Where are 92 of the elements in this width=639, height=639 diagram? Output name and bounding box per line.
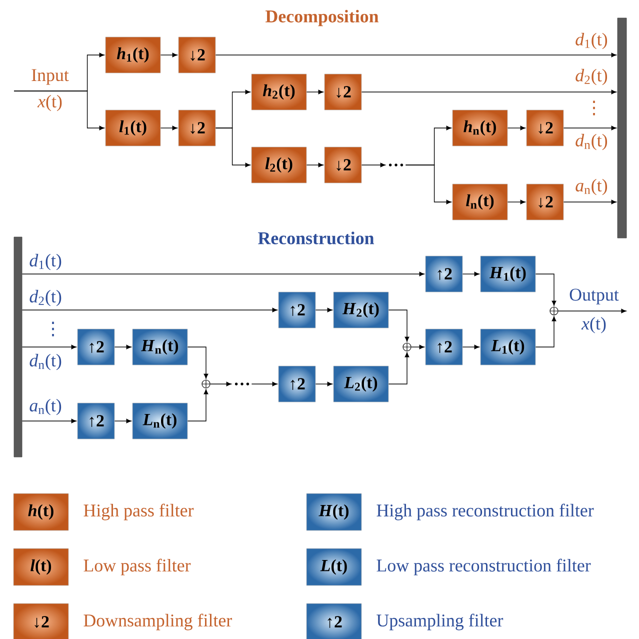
- description-text: High pass reconstruction filter: [376, 504, 594, 520]
- arrow: [210, 382, 232, 386]
- edge-label: d$_{1}$(t): [576, 32, 608, 50]
- arrow: [535, 274, 556, 306]
- signal-bar: [617, 18, 627, 238]
- arrow: [563, 126, 616, 130]
- arrow: [315, 382, 332, 386]
- arrow: [22, 344, 76, 350]
- arrow: [160, 126, 178, 130]
- filter-box: h$_{2}$(t): [251, 74, 307, 110]
- filter-box: l$_{2}$(t): [251, 146, 307, 184]
- filter-box: ↓2: [13, 603, 69, 639]
- arrow: [405, 164, 452, 204]
- filter-box: ↑2: [306, 603, 362, 639]
- arrow: [251, 382, 278, 386]
- filter-box: H$_{2}$(t): [333, 292, 389, 328]
- description-text: High pass filter: [84, 504, 194, 520]
- filter-box: ↓2: [526, 184, 564, 220]
- arrow: [462, 344, 480, 350]
- filter-box: l$_{n}$(t): [452, 184, 508, 220]
- summing-junction: [202, 380, 210, 388]
- description-text: Low pass reconstruction filter: [376, 558, 591, 576]
- signal-bar: [14, 236, 22, 458]
- arrow: [215, 52, 616, 58]
- filter-box: H(t): [306, 493, 362, 531]
- arrow: [315, 308, 332, 312]
- filter-box: ↓2: [324, 146, 362, 184]
- arrow: [361, 90, 616, 94]
- filter-box: l$_{1}$(t): [105, 110, 161, 146]
- arrow: [306, 90, 324, 94]
- ellipsis: …: [234, 382, 250, 386]
- filter-box: h$_{1}$(t): [105, 36, 161, 74]
- signal-label: x(t): [37, 94, 62, 112]
- arrow: [388, 310, 410, 342]
- arrow: [535, 316, 556, 348]
- edge-label: d$_{1}$(t): [30, 254, 62, 270]
- filter-box: L$_{2}$(t): [333, 366, 389, 402]
- arrow: [361, 162, 386, 168]
- arrow: [22, 272, 424, 276]
- vertical-ellipsis: ⋮: [593, 100, 595, 116]
- filter-box: h$_{n}$(t): [452, 110, 508, 146]
- arrow: [187, 389, 208, 422]
- vertical-ellipsis: ⋮: [52, 322, 54, 336]
- arrow: [507, 126, 526, 130]
- output-label: Output x(t): [570, 288, 619, 334]
- section-title: Reconstruction: [258, 232, 374, 244]
- filter-box: l(t): [13, 548, 69, 586]
- filter-box: ↑2: [77, 328, 115, 366]
- edge-label: d$_{n}$(t): [30, 354, 62, 370]
- edge-label: d$_{2}$(t): [30, 290, 62, 306]
- arrow: [558, 308, 626, 314]
- filter-box: ↓2: [178, 36, 216, 74]
- edge-label: d$_{n}$(t): [576, 134, 608, 150]
- signal-label: Input: [32, 69, 69, 85]
- filter-box: ↓2: [178, 110, 216, 146]
- description-text: Upsampling filter: [376, 614, 504, 630]
- summing-junction: [550, 306, 558, 316]
- section-title: Decomposition: [266, 10, 379, 26]
- ellipsis: …: [388, 164, 404, 166]
- description-text: Downsampling filter: [84, 614, 232, 630]
- arrow: [160, 52, 178, 58]
- filter-box: ↓2: [324, 74, 362, 110]
- arrow: [22, 308, 278, 312]
- arrow: [507, 200, 526, 204]
- filter-box: h(t): [13, 493, 69, 531]
- arrow: [563, 200, 616, 204]
- edge-label: d$_{2}$(t): [576, 68, 608, 86]
- filter-box: ↑2: [278, 292, 316, 328]
- arrow: [187, 346, 208, 379]
- description-text: Low pass filter: [84, 558, 191, 576]
- filter-box: ↑2: [278, 366, 316, 402]
- filter-box: ↑2: [425, 328, 463, 366]
- arrow: [22, 418, 76, 424]
- filter-box: L$_{1}$(t): [480, 328, 536, 366]
- arrow: [410, 344, 424, 350]
- filter-box: H$_{n}$(t): [132, 328, 188, 366]
- arrow: [462, 272, 480, 276]
- arrow: [215, 128, 250, 168]
- filter-box: ↑2: [425, 256, 463, 292]
- edge-label: a$_{n}$(t): [30, 398, 62, 416]
- arrow: [114, 344, 132, 350]
- arrow: [14, 90, 104, 130]
- arrow: [388, 352, 410, 384]
- summing-junction: [402, 342, 412, 352]
- arrow: [306, 162, 324, 168]
- filter-box: ↓2: [526, 110, 564, 146]
- filter-box: ↑2: [77, 402, 115, 440]
- filter-box: H$_{1}$(t): [480, 256, 536, 292]
- arrow: [114, 418, 132, 424]
- filter-box: L(t): [306, 548, 362, 586]
- filter-box: L$_{n}$(t): [132, 402, 188, 440]
- edge-label: a$_{n}$(t): [576, 178, 608, 196]
